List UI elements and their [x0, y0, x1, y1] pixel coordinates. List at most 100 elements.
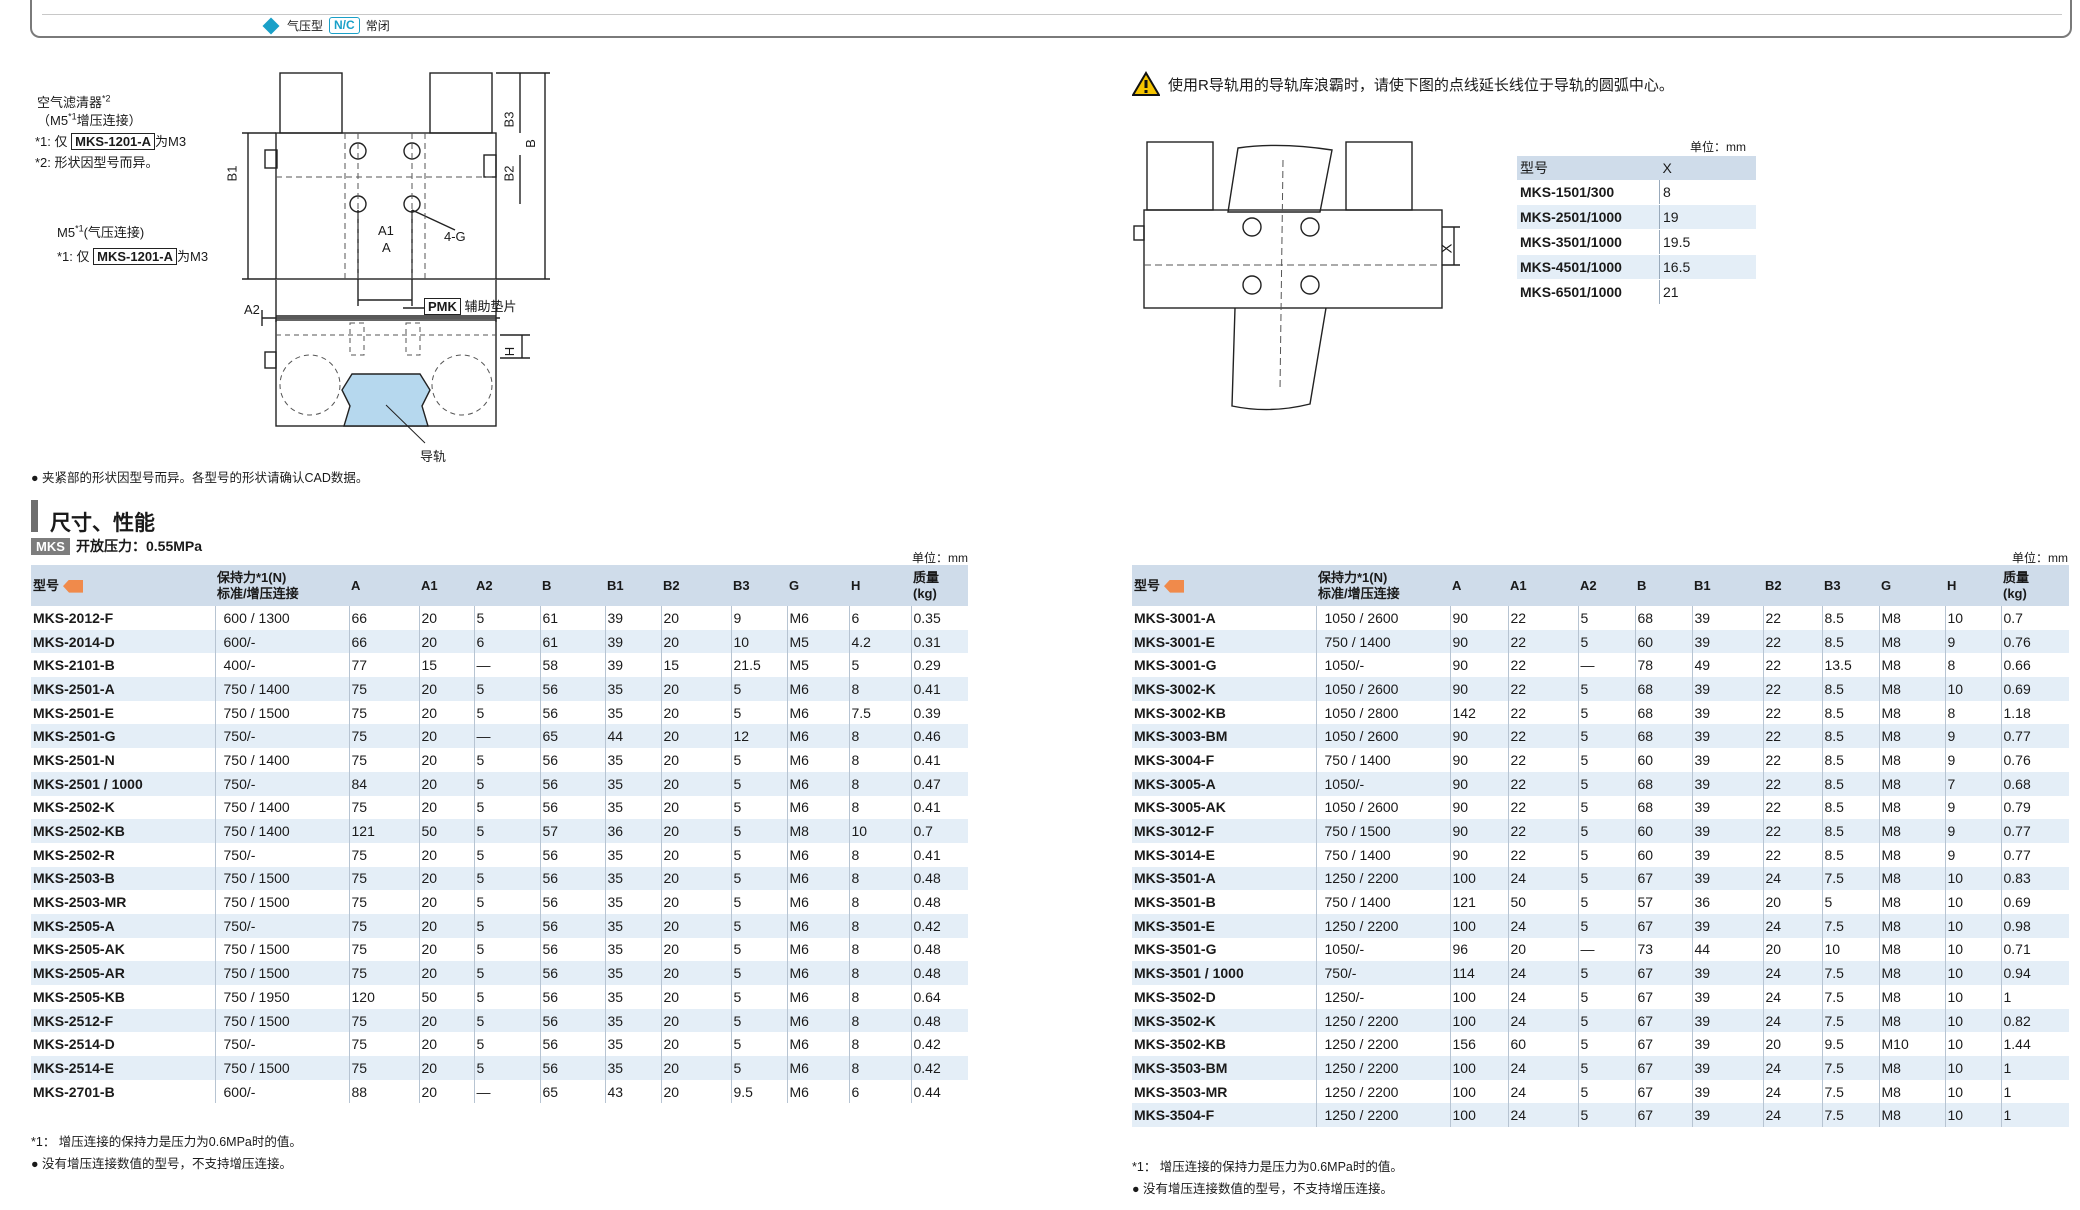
right-table-unit: 单位：mm: [2012, 551, 2068, 565]
value-cell: 20: [660, 961, 731, 985]
value-cell: 35: [604, 700, 661, 725]
model-cell: MKS-2512-F: [31, 1008, 215, 1033]
value-cell: 8: [848, 913, 911, 938]
value-cell: 5: [730, 677, 787, 701]
value-cell: 1250 / 2200: [1315, 1103, 1450, 1128]
value-cell: —: [1577, 653, 1635, 678]
value-cell: 5: [730, 961, 787, 985]
value-cell: 8: [1944, 700, 2001, 725]
value-cell: 39: [1691, 700, 1763, 725]
value-cell: 56: [539, 677, 605, 701]
model-cell: MKS-2505-KB: [33, 988, 125, 1005]
value-cell: 56: [539, 1032, 605, 1057]
value-cell: 75: [348, 724, 419, 749]
value-cell: 56: [539, 890, 605, 914]
value-cell: 5: [730, 937, 787, 962]
value-cell: 20: [1762, 1032, 1822, 1057]
value-cell: 156: [1449, 1032, 1508, 1057]
value-cell: 5: [473, 1032, 540, 1057]
value-cell: 5: [1577, 606, 1635, 630]
value-cell: 8: [848, 748, 911, 772]
dim-H: H: [502, 346, 518, 357]
value-cell: 0.41: [910, 795, 968, 820]
value-cell: M8: [1878, 700, 1945, 725]
value-cell: 600/-: [214, 629, 349, 654]
model-cell: MKS-3502-K: [1132, 1008, 1316, 1033]
value-cell: 5: [473, 937, 540, 962]
value-cell: 1050 / 2800: [1315, 700, 1450, 725]
value-cell: M6: [786, 724, 849, 749]
value-cell: 7.5: [1821, 1056, 1879, 1080]
value-cell: 12: [730, 724, 787, 749]
col-A1: A1: [1508, 565, 1578, 606]
x-table-header-model: 型号: [1517, 156, 1660, 180]
value-cell: 100: [1449, 866, 1508, 891]
value-cell: M8: [1878, 677, 1945, 701]
value-cell: 77: [348, 653, 419, 678]
value-cell: 8.5: [1821, 842, 1879, 867]
value-cell: 8: [848, 937, 911, 962]
value-cell: 0.68: [2000, 771, 2069, 796]
value-cell: 100: [1449, 985, 1508, 1009]
value-cell: 6: [848, 1079, 911, 1104]
value-cell: 68: [1634, 771, 1692, 796]
model-cell: MKS-3002-KB: [1134, 704, 1226, 721]
value-cell: 1050/-: [1315, 653, 1450, 678]
value-cell: 400/-: [214, 653, 349, 678]
col-A: A: [1450, 565, 1508, 606]
clamp-body: [275, 132, 497, 280]
value-cell: 56: [539, 842, 605, 867]
r-rail-drawing: [1133, 141, 1460, 411]
cylinder-right: [1345, 141, 1413, 211]
col-B1: B1: [1692, 565, 1763, 606]
value-cell: 10: [1944, 913, 2001, 938]
value-cell: 8.5: [1821, 677, 1879, 701]
open-pressure: 开放压力：0.55MPa: [76, 538, 203, 554]
value-cell: 36: [604, 819, 661, 843]
value-cell: 750/-: [214, 724, 349, 749]
value-cell: 1.18: [2000, 700, 2069, 725]
value-cell: 10: [1944, 1008, 2001, 1033]
value-cell: 5: [730, 985, 787, 1009]
col-H: H: [849, 565, 911, 606]
col-B3: B3: [1822, 565, 1879, 606]
value-cell: 20: [418, 700, 474, 725]
value-cell: 20: [660, 748, 731, 772]
value-cell: 5: [1577, 819, 1635, 843]
value-cell: 61: [539, 606, 605, 630]
value-cell: 750/-: [1315, 961, 1450, 985]
value-cell: 5: [473, 842, 540, 867]
model-cell: MKS-2502-R: [33, 846, 115, 863]
model-cell: MKS-2101-B: [33, 657, 115, 674]
value-cell: 0.77: [2000, 819, 2069, 843]
value-cell: 8: [848, 724, 911, 749]
value-cell: 24: [1507, 961, 1578, 985]
value-cell: 39: [1691, 1103, 1763, 1128]
value-cell: 0.48: [910, 1008, 968, 1033]
value-cell: 39: [1691, 795, 1763, 820]
value-cell: 10: [1944, 866, 2001, 891]
header-info: 气压型 N/C 常闭: [262, 17, 390, 34]
value-cell: 49: [1691, 653, 1763, 678]
model-cell: MKS-3002-K: [1132, 677, 1316, 701]
model-cell: MKS-3003-BM: [1132, 724, 1316, 749]
model-cell: MKS-2502-KB: [31, 819, 215, 843]
value-cell: 10: [1821, 937, 1879, 962]
value-cell: 75: [348, 748, 419, 772]
value-cell: M8: [1878, 748, 1945, 772]
value-cell: 8: [848, 677, 911, 701]
col-H: H: [1945, 565, 2001, 606]
value-cell: 20: [418, 890, 474, 914]
